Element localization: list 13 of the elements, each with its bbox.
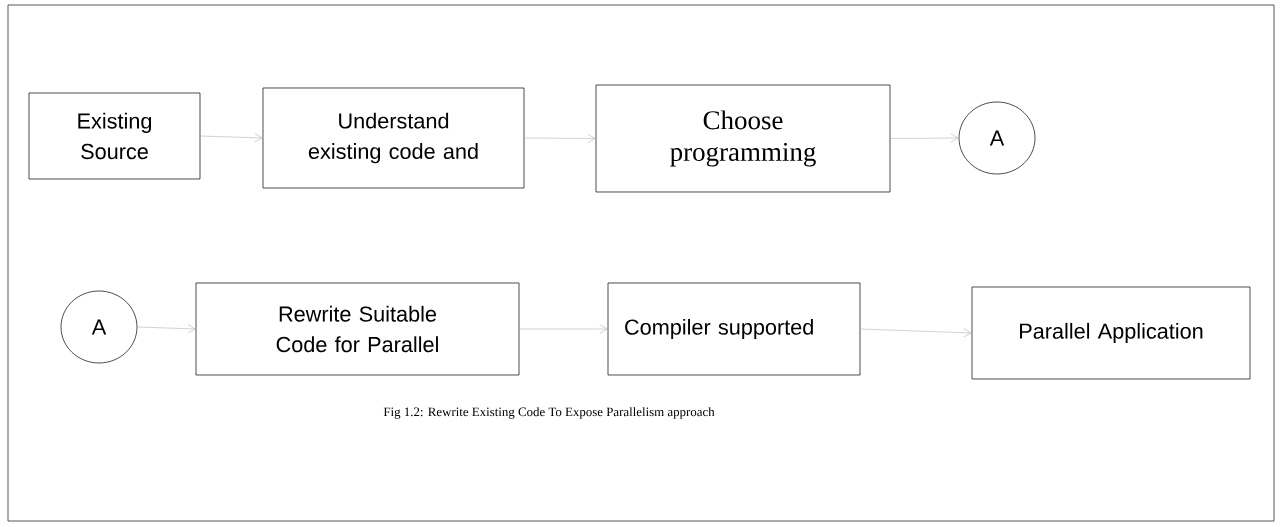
process-box: Parallel Application — [971, 286, 1251, 380]
process-box: Compiler supported — [607, 282, 861, 376]
arrow — [860, 328, 972, 338]
arrow — [524, 133, 596, 144]
arrow — [200, 133, 263, 143]
arrow — [137, 324, 196, 334]
process-box: Rewrite Suitable Code for Parallel — [195, 282, 520, 376]
process-box: Understand existing code and — [262, 87, 525, 189]
arrow — [519, 324, 608, 334]
caption: Fig 1.2: Rewrite Existing Code To Expose Parallelism approach — [383, 407, 715, 419]
process-box: Choose programming — [595, 84, 891, 193]
arrow — [890, 133, 959, 143]
process-box: Existing Source — [28, 92, 201, 180]
